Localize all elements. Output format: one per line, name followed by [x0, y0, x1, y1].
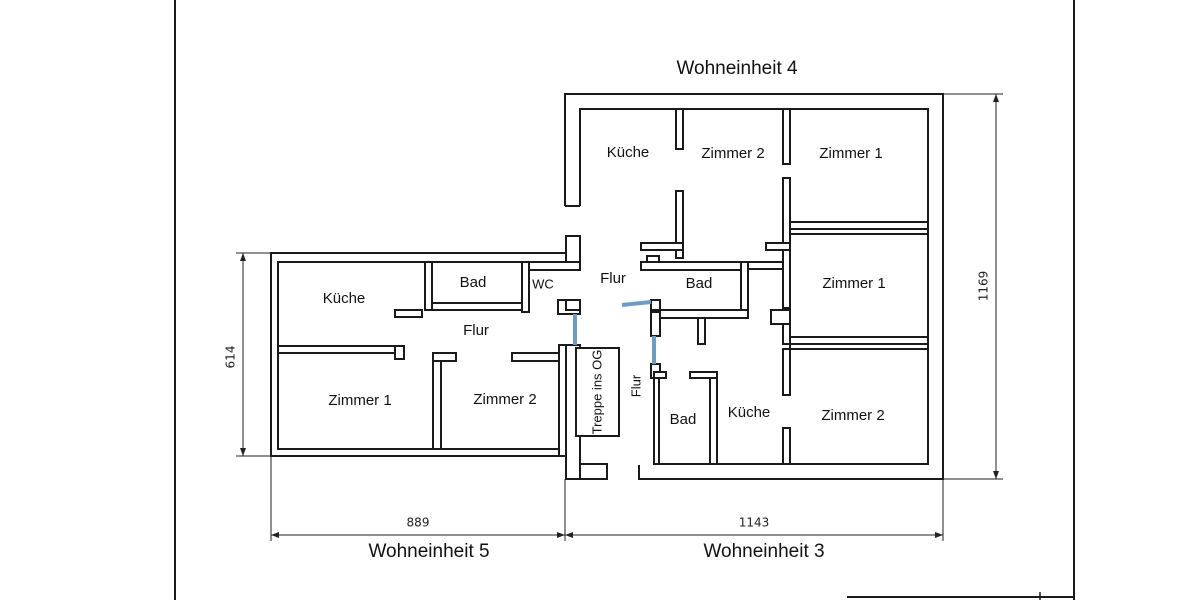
dimension-1143: 1143	[739, 516, 770, 530]
room-zimmer1-we4: Zimmer 1	[819, 145, 882, 162]
room-bad-we3: Bad	[670, 411, 697, 428]
room-zimmer1-we3: Zimmer 1	[822, 275, 885, 292]
room-flur-center: Flur	[600, 270, 626, 287]
wohneinheit-4-label: Wohneinheit 4	[676, 58, 798, 79]
walls-wohneinheit-4	[564, 93, 944, 342]
dimension-614: 614	[224, 346, 238, 369]
walls-wohneinheit-3	[638, 249, 944, 480]
wohneinheit-5-label: Wohneinheit 5	[368, 541, 489, 562]
room-flur-we3: Flur	[628, 374, 643, 397]
room-wc: WC	[532, 276, 554, 291]
walls-wohneinheit-5	[270, 252, 620, 480]
dimension-right	[943, 93, 1003, 480]
room-bad-we5: Bad	[460, 274, 487, 291]
room-kueche-we3: Küche	[728, 404, 771, 421]
stair-label: Treppe ins OG	[589, 350, 604, 435]
dimension-bottom	[270, 456, 944, 541]
room-zimmer1-we5: Zimmer 1	[328, 392, 391, 409]
dimension-1169: 1169	[977, 271, 991, 302]
dimension-889: 889	[407, 516, 430, 530]
room-bad-center: Bad	[686, 275, 713, 292]
room-kueche-we5: Küche	[323, 290, 366, 307]
room-zimmer2-we3: Zimmer 2	[821, 407, 884, 424]
page-frame	[174, 0, 1075, 600]
dimension-left	[236, 252, 271, 457]
blue-partition-lines	[573, 300, 656, 364]
wohneinheit-3-label: Wohneinheit 3	[703, 541, 824, 562]
room-kueche-we4: Küche	[607, 144, 650, 161]
room-zimmer2-we4: Zimmer 2	[701, 145, 764, 162]
room-zimmer2-we5: Zimmer 2	[473, 391, 536, 408]
room-flur-we5: Flur	[463, 322, 489, 339]
